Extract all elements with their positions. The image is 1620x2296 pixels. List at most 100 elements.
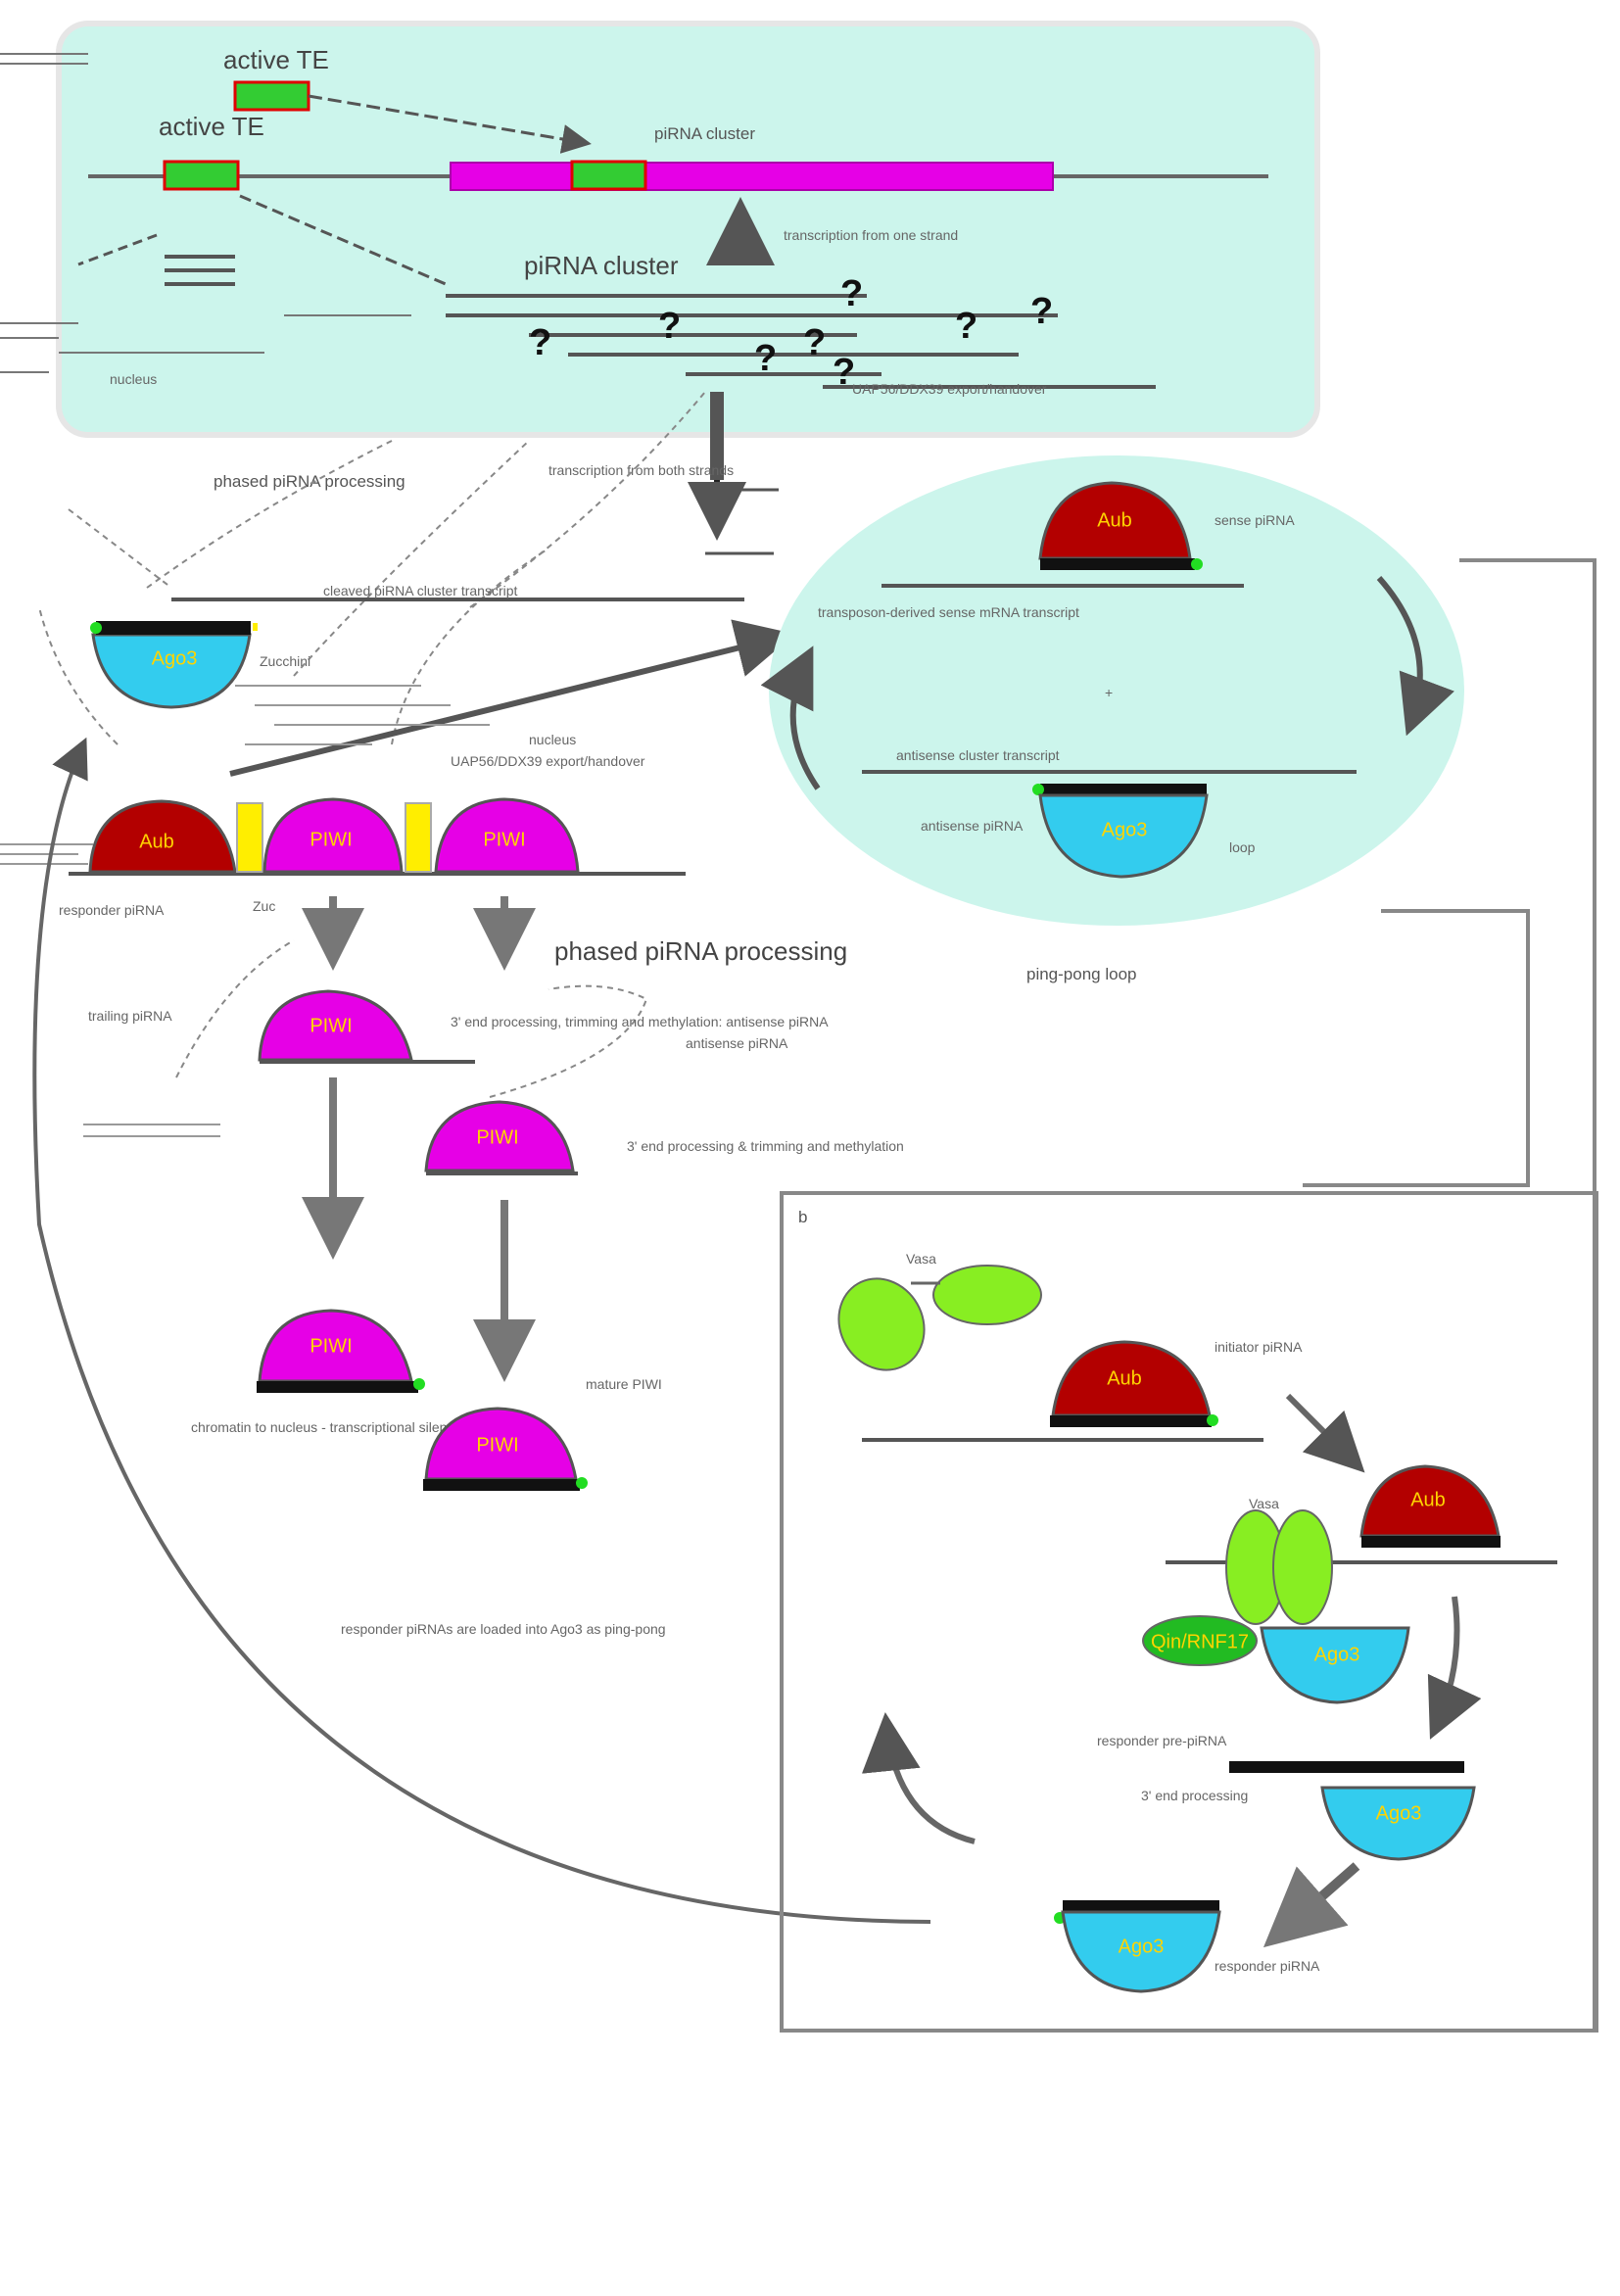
svg-text:?: ? (803, 322, 826, 363)
zuc-marker: Zuc (253, 898, 275, 914)
aub-pingpong-label: Aub (1097, 509, 1132, 531)
down-arrows (302, 896, 536, 1382)
nucleus-region: active TE active TE piRNA cluster transc… (0, 21, 1320, 438)
phased-title-large: phased piRNA processing (554, 936, 847, 966)
svg-text:?: ? (833, 352, 855, 393)
cluster-label: piRNA cluster (524, 251, 679, 280)
aub-initiator-label: Aub (1107, 1367, 1142, 1389)
inset-box (780, 1191, 1598, 2033)
return-arc (32, 737, 931, 1924)
ago3-responder-pre-label: Ago3 (1376, 1802, 1422, 1824)
piwi-phased-2-label: PIWI (483, 829, 525, 850)
phased-complex: Aub PIWI PIWI responder piRNA (59, 797, 686, 918)
responder-label: responder piRNA (59, 902, 165, 918)
nucleus-label: nucleus (110, 371, 157, 387)
phased-title: phased piRNA processing (214, 472, 405, 491)
zucchini-label: Zucchini (260, 653, 310, 669)
piwi-phased-2 (434, 797, 580, 874)
responder-prepirna-label: responder pre-piRNA (1097, 1733, 1227, 1748)
loop-arrow-right (1376, 576, 1454, 737)
pingpong-title: ping-pong loop (1026, 965, 1136, 983)
to-pingpong-arrow (229, 619, 795, 777)
one-strand-label: transcription from one strand (784, 227, 958, 243)
transposon-transcript-label: transposon-derived sense mRNA transcript (818, 604, 1079, 620)
piwi-mature-left: PIWI chromatin to nucleus - transcriptio… (191, 1309, 472, 1435)
export-label-nucleus: UAP56/DDX39 export/handover (852, 381, 1047, 397)
antisense-short-label: antisense piRNA (686, 1035, 788, 1051)
both-strands-label: transcription from both strands (548, 462, 734, 478)
svg-text:?: ? (529, 322, 551, 363)
three-prime-label: 3' end processing & trimming and methyla… (627, 1138, 904, 1154)
ago3-complex (1260, 1626, 1410, 1704)
panel-letter: b (798, 1208, 807, 1226)
vasa-label: Vasa (1249, 1496, 1279, 1511)
aub-phased-label: Aub (139, 831, 174, 852)
piwi-mature-right: PIWI mature PIWI (423, 1376, 662, 1491)
vasa-lobe-2 (932, 1265, 1042, 1325)
piwi-phased-1 (262, 797, 404, 874)
vasa-lobe-1 (837, 1277, 926, 1371)
export-arrow-group: transcription from both strands (548, 392, 779, 555)
aub-pingpong (1038, 481, 1192, 560)
connector-2 (405, 802, 432, 873)
active-te-left-label: active TE (159, 112, 264, 141)
ago3-responder-pre (1320, 1786, 1476, 1861)
te-in-cluster-box (570, 160, 647, 191)
plus-label: + (1105, 685, 1113, 700)
responder-loop-label: responder piRNAs are loaded into Ago3 as… (341, 1621, 666, 1637)
connector-1 (236, 802, 263, 873)
svg-text:?: ? (658, 306, 681, 347)
piwi-processing: PIWI 3' end processing & trimming and me… (424, 1100, 904, 1175)
loop-label: loop (1229, 839, 1256, 855)
qin-rnf17 (1142, 1615, 1258, 1666)
svg-text:?: ? (955, 306, 977, 347)
export-label: UAP56/DDX39 export/handover (451, 753, 645, 769)
piwi-trailing-label: PIWI (310, 1015, 352, 1036)
nucleus-box (56, 21, 1320, 438)
aub-complex-label: Aub (1410, 1489, 1446, 1510)
pirna-cluster-bar (450, 162, 1054, 191)
piwi-mature-left-label: PIWI (310, 1335, 352, 1357)
vasa-complex-lobe-2 (1272, 1509, 1333, 1625)
cluster-title: piRNA cluster (654, 124, 755, 143)
ago3-responder (1061, 1910, 1221, 1993)
trailing-label: trailing piRNA (88, 1008, 172, 1024)
svg-text:?: ? (840, 273, 863, 314)
piwi-phased-1-label: PIWI (310, 829, 352, 850)
active-te-top-box (233, 80, 310, 112)
pingpong-region: Aub sense piRNA transposon-derived sense… (760, 455, 1464, 926)
svg-text:?: ? (1030, 291, 1053, 332)
mature-piwi-label: mature PIWI (586, 1376, 662, 1392)
ago3-pingpong (1038, 793, 1209, 879)
loop-arrow-left (760, 646, 821, 790)
sense-pirna-label: sense piRNA (1215, 512, 1295, 528)
cluster-transcripts: ? ? ? ? ? ? ? ? (446, 273, 1156, 393)
pingpong-ellipse (769, 455, 1464, 926)
ago3-left-label: Ago3 (152, 647, 198, 669)
qin-label: Qin/RNF17 (1151, 1631, 1249, 1652)
inset-panel: b Vasa Aub initiator piRNA Aub Vasa Qin/… (780, 1191, 1598, 2033)
active-te-left-box (163, 160, 240, 191)
ago3-left: Ago3 Zucchini (90, 621, 310, 709)
initiator-label: initiator piRNA (1215, 1339, 1303, 1355)
antisense-processing-label: 3' end processing, trimming and methylat… (451, 1014, 829, 1029)
nucleus-label-2: nucleus (529, 732, 576, 747)
nucleus-left-brackets (0, 53, 411, 373)
cluster-transcript-label: antisense cluster transcript (896, 747, 1060, 763)
ago3-pingpong-label: Ago3 (1102, 819, 1148, 840)
end-processing-label: 3' end processing (1141, 1788, 1248, 1803)
aub-phased (88, 799, 237, 874)
antisense-pirna-label: antisense piRNA (921, 818, 1024, 834)
piwi-processing-label: PIWI (476, 1126, 518, 1148)
dashed-guides (38, 391, 706, 1098)
te-insertion-arrow (308, 94, 592, 154)
cleaved-transcript-label: cleaved piRNA cluster transcript (323, 583, 518, 598)
aub-initiator (1051, 1340, 1212, 1417)
responder-pirna-label: responder piRNA (1215, 1958, 1320, 1974)
phased-decor (0, 685, 490, 1137)
ago3-responder-label: Ago3 (1119, 1936, 1165, 1957)
active-te-top-label: active TE (223, 45, 329, 74)
aub-complex (1359, 1464, 1501, 1538)
